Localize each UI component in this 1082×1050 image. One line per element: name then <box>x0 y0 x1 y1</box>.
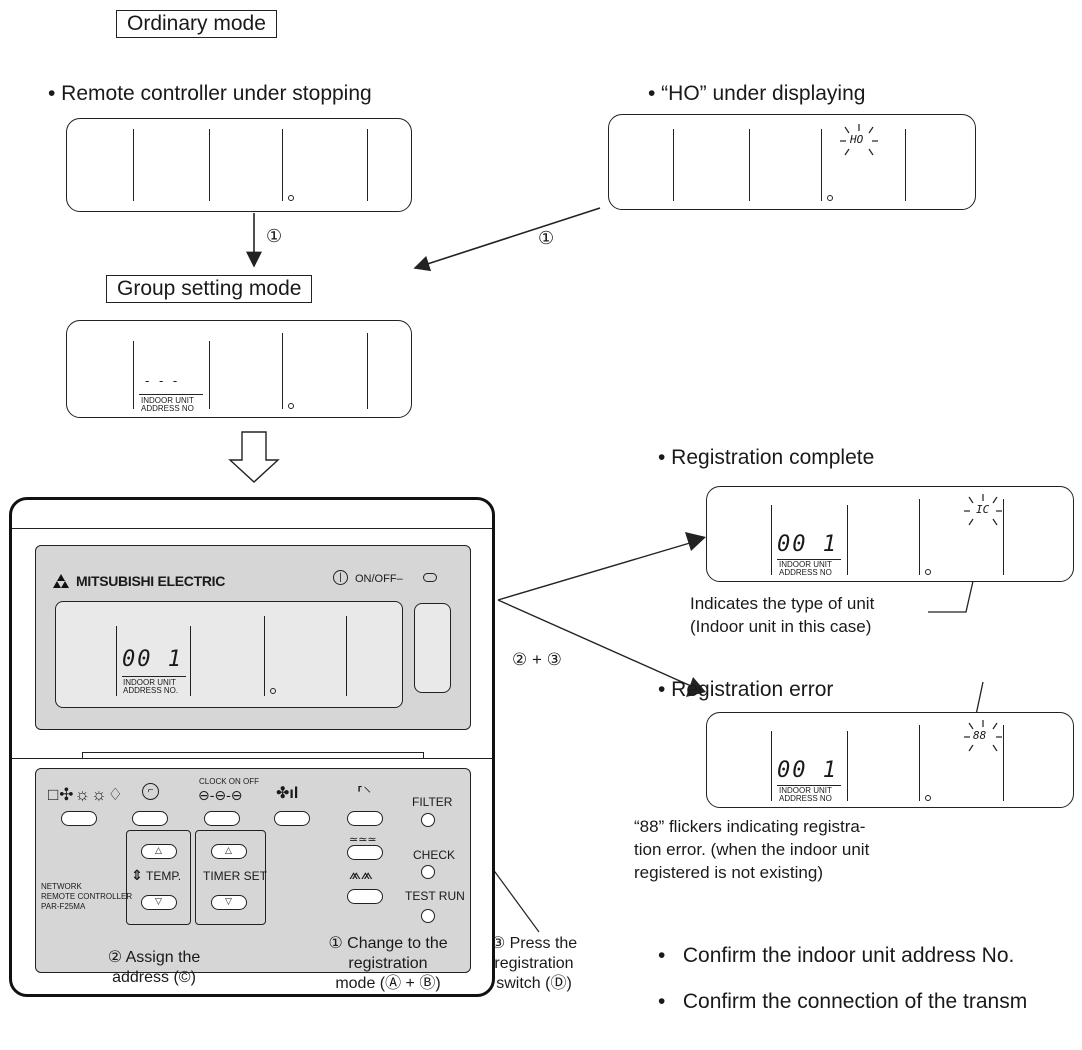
remote-controller: MITSUBISHI ELECTRIC | ON/OFF– 00 1 INDOO… <box>9 497 495 997</box>
controller-lcd-screen: 00 1 INDOOR UNIT ADDRESS NO. <box>55 601 403 708</box>
type-annotation-line2: (Indoor unit in this case) <box>690 617 872 636</box>
check-button[interactable] <box>421 865 435 879</box>
caption-change-mode: ① Change to the registration mode (Ⓐ + Ⓑ… <box>328 935 448 992</box>
address-no-caption: ADDRESS NO <box>779 794 832 803</box>
filter-button[interactable] <box>421 813 435 827</box>
filter-label: FILTER <box>412 795 453 809</box>
temp-label: TEMP. <box>146 869 182 883</box>
lcd-stopped <box>66 118 412 212</box>
clock-button[interactable] <box>132 811 168 826</box>
action-confirm-connection: • Confirm the connection of the transm <box>658 990 1028 1013</box>
caption-assign-address: ② Assign the address (©) <box>107 949 201 986</box>
address-no-caption: ADDRESS NO. <box>123 686 179 695</box>
timer-set-label: TIMER SET <box>203 869 268 883</box>
on-off-indicator <box>423 573 437 582</box>
test-run-label: TEST RUN <box>405 889 465 903</box>
ventilation-icon: ⩕⩕ <box>349 866 373 883</box>
clock-on-off-label: CLOCK ON OFF <box>199 777 260 786</box>
temp-group: △ ⇕ TEMP. ▽ <box>126 830 191 925</box>
fan-speed-icon: ✤ıl <box>276 785 299 802</box>
temp-up-button[interactable]: △ <box>141 844 177 859</box>
lcd-group-setting: - - - INDOOR UNIT ADDRESS NO <box>66 320 412 418</box>
mitsubishi-logo-icon <box>53 574 69 588</box>
mode-icons: □✣☼☼♢ <box>48 785 124 804</box>
ic-code: IC <box>976 503 990 516</box>
indoor-unit-caption: INDOOR UNIT <box>779 786 832 795</box>
indoor-unit-caption: INDOOR UNIT <box>141 396 194 405</box>
type-annotation-line1: Indicates the type of unit <box>690 594 875 613</box>
error-code: 88 <box>973 729 987 742</box>
vane-button[interactable] <box>347 845 383 860</box>
blink-rays-icon <box>840 124 878 156</box>
timer-button[interactable] <box>204 811 240 826</box>
test-run-button[interactable] <box>421 909 435 923</box>
ordinary-mode-label: Ordinary mode <box>116 10 277 38</box>
fan-speed-button[interactable] <box>274 811 310 826</box>
unit-address-value: 00 1 <box>777 532 838 557</box>
louver-button[interactable] <box>347 811 383 826</box>
error-annotation-line1: “88” flickers indicating registra- <box>634 817 866 836</box>
step-one-label: ① <box>538 228 555 248</box>
registration-error-label: • Registration error <box>658 678 834 701</box>
louver-icon: ⸢⸌ <box>357 785 372 802</box>
address-no-caption: ADDRESS NO <box>141 404 194 413</box>
registration-complete-label: • Registration complete <box>658 446 875 469</box>
model-line-3: PAR-F25MA <box>41 902 86 911</box>
model-line-2: REMOTE CONTROLLER <box>41 892 133 901</box>
on-off-label: ON/OFF– <box>355 573 403 585</box>
unit-address-value: 00 1 <box>777 758 838 783</box>
timer-set-group: △ TIMER SET ▽ <box>195 830 268 925</box>
check-label: CHECK <box>413 848 456 862</box>
lcd-ho: HO <box>608 114 976 210</box>
indoor-unit-caption: INDOOR UNIT <box>779 560 832 569</box>
timer-icons: ⊖-⊖-⊖ <box>198 787 243 803</box>
brand-name: MITSUBISHI ELECTRIC <box>76 573 226 589</box>
timer-down-button[interactable]: ▽ <box>211 895 247 910</box>
ventilation-button[interactable] <box>347 889 383 904</box>
step-one-label: ① <box>266 226 283 246</box>
blink-rays-icon <box>964 494 1002 526</box>
power-icon: | <box>333 570 348 585</box>
lcd-registration-complete: 00 1 INDOOR UNIT ADDRESS NO IC <box>706 486 1074 582</box>
clock-icon: ⌐ <box>142 783 159 800</box>
button-panel: □✣☼☼♢ ⌐ CLOCK ON OFF ⊖-⊖-⊖ ✤ıl ⸢⸌ FILTER… <box>35 768 471 973</box>
model-line-1: NETWORK <box>41 882 82 891</box>
mode-button[interactable] <box>61 811 97 826</box>
caption-press-switch: ③ Press the registration switch (Ⓓ) <box>490 935 578 992</box>
thermometer-icon: ⇕ <box>131 867 143 883</box>
error-annotation-line3: registered is not existing) <box>634 863 823 882</box>
group-setting-mode-label: Group setting mode <box>106 275 313 303</box>
action-confirm-address: • Confirm the indoor unit address No. <box>658 944 1015 967</box>
address-dashes: - - - <box>145 373 181 388</box>
timer-up-button[interactable]: △ <box>211 844 247 859</box>
ho-displaying-label: • “HO” under displaying <box>648 82 866 105</box>
blink-rays-icon <box>964 720 1002 752</box>
address-no-caption: ADDRESS NO <box>779 568 832 577</box>
indoor-unit-caption: INDOOR UNIT <box>123 678 176 687</box>
ho-code: HO <box>850 133 864 146</box>
temp-down-button[interactable]: ▽ <box>141 895 177 910</box>
steps-two-three-label: ② + ③ <box>512 650 562 669</box>
receiver-window <box>414 603 451 693</box>
vane-icon: ≃≃≃ <box>349 834 377 846</box>
unit-address-value: 00 1 <box>122 647 183 672</box>
controller-lcd-panel: MITSUBISHI ELECTRIC | ON/OFF– 00 1 INDOO… <box>35 545 471 730</box>
lcd-registration-error: 00 1 INDOOR UNIT ADDRESS NO 88 <box>706 712 1074 808</box>
error-annotation-line2: tion error. (when the indoor unit <box>634 840 870 859</box>
remote-stopped-label: • Remote controller under stopping <box>48 82 372 105</box>
